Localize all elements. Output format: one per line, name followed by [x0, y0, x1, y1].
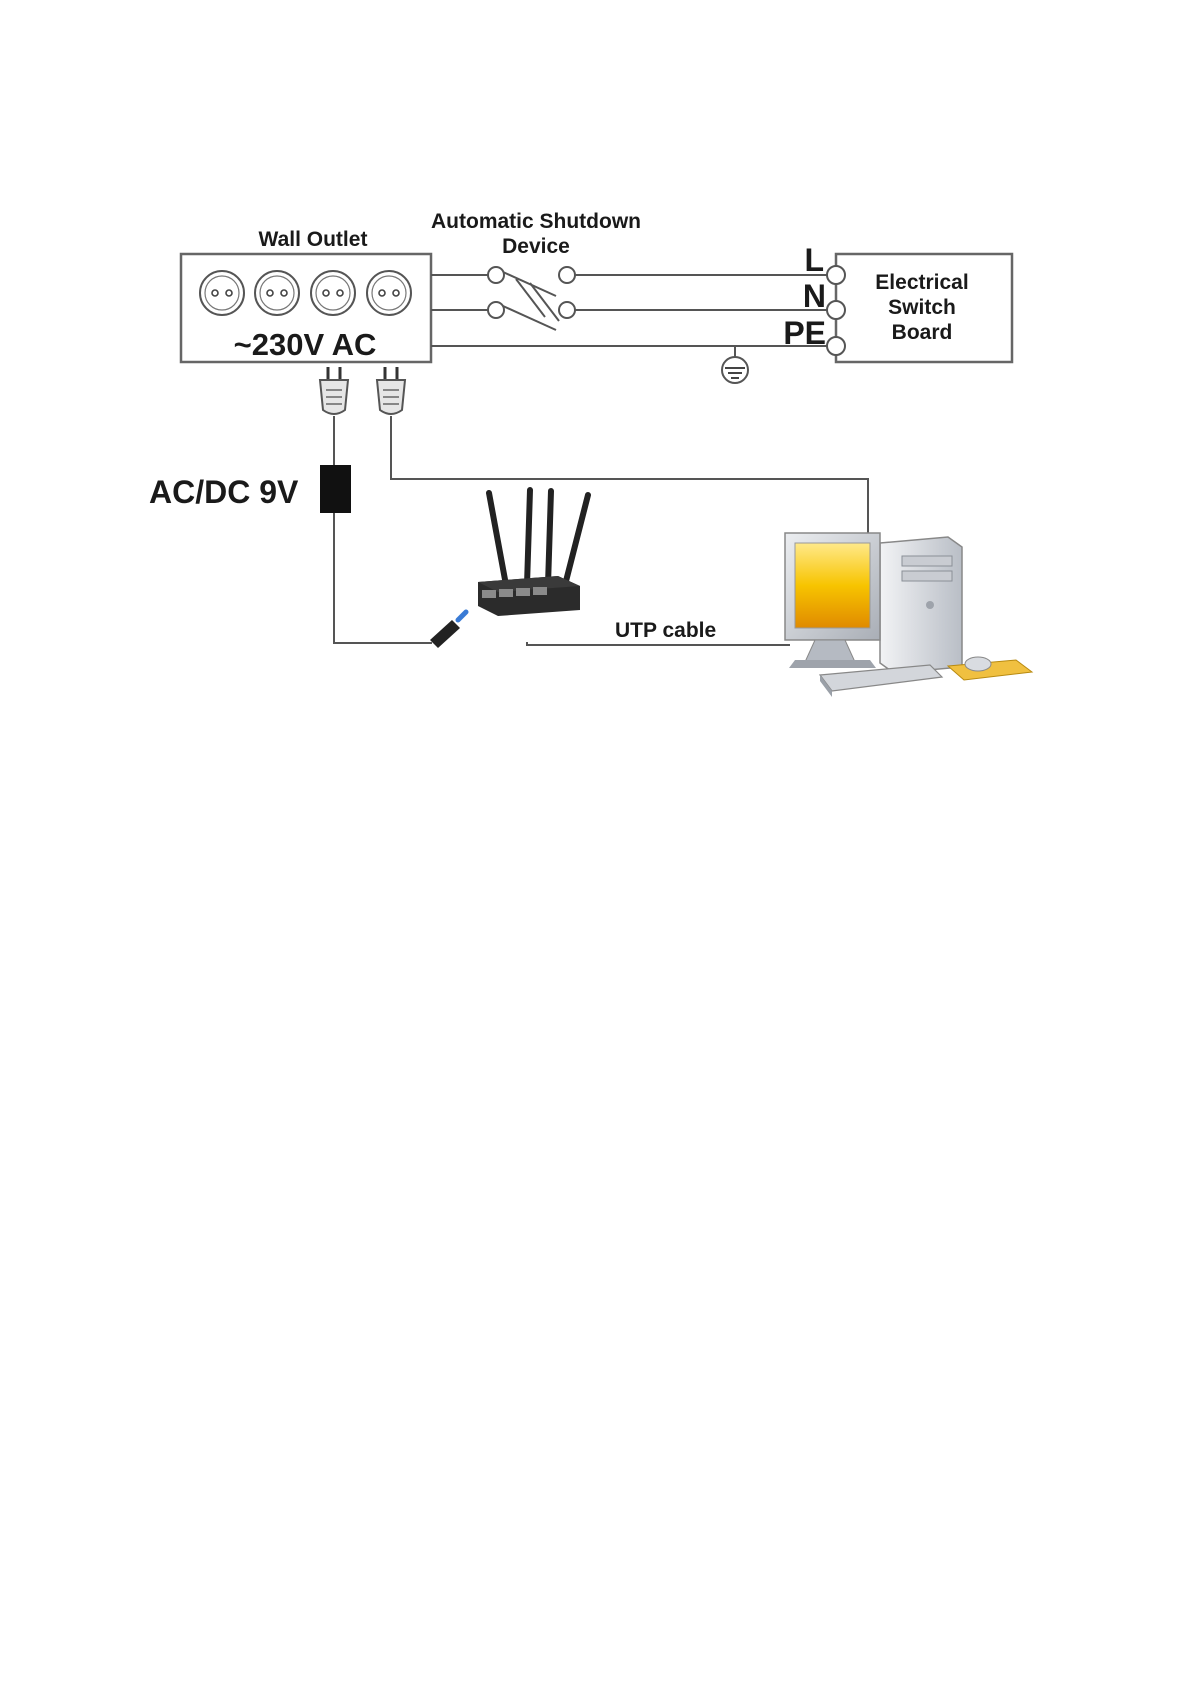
socket-icon	[311, 271, 355, 315]
electrical-switch-board: Electrical Switch Board	[827, 254, 1012, 362]
board-label-line3: Board	[892, 321, 953, 344]
wall-outlet-label: Wall Outlet	[259, 228, 368, 251]
board-label-line2: Switch	[888, 296, 956, 319]
board-label-line1: Electrical	[875, 271, 968, 294]
shutdown-device-label-line1: Automatic Shutdown	[431, 210, 641, 233]
socket-icon	[200, 271, 244, 315]
socket-icon	[367, 271, 411, 315]
plug-icon	[320, 367, 348, 414]
terminal-l-label: L	[804, 242, 824, 278]
socket-icon	[255, 271, 299, 315]
adapter-label: AC/DC 9V	[149, 474, 299, 510]
shutdown-device-label-line2: Device	[502, 235, 570, 258]
dc-jack-icon	[430, 612, 466, 648]
computer-icon	[785, 533, 1032, 697]
adapter-block	[320, 465, 351, 513]
terminal-n-label: N	[803, 278, 826, 314]
plug-icon	[377, 367, 405, 414]
voltage-label: ~230V AC	[234, 327, 377, 362]
router-icon	[478, 490, 588, 616]
terminal-pe-label: PE	[783, 315, 826, 351]
wall-outlet: ~230V AC	[181, 254, 431, 362]
utp-cable-label: UTP cable	[615, 619, 716, 642]
power-lines	[431, 267, 828, 358]
ground-icon	[722, 357, 748, 383]
